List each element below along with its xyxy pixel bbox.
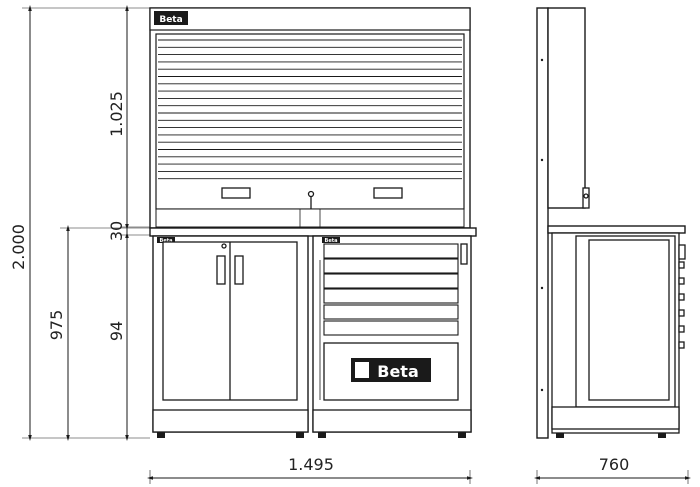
side-top-cabinet (547, 7, 586, 209)
right-small-logo: Beta (322, 237, 340, 244)
drawer-handle (678, 261, 685, 269)
worktop-label: 30 (107, 221, 126, 241)
drawer (323, 273, 459, 289)
bottom-height-label: 94 (107, 321, 126, 341)
svg-text:Beta: Beta (160, 238, 173, 244)
drawer (323, 288, 459, 304)
drawer (323, 243, 459, 259)
drawer-logo: Beta (351, 358, 431, 382)
top-logo-text: Beta (159, 15, 182, 25)
dimension-total-height: 2.000 (9, 4, 150, 441)
drawer-handle (678, 293, 685, 301)
worktop (149, 227, 477, 237)
drawer-handle (678, 309, 685, 317)
svg-text:Beta: Beta (325, 238, 338, 244)
roller-shutter-slats (158, 39, 462, 180)
drawer-lock-bar (460, 243, 468, 265)
door-handle-right (234, 255, 244, 285)
drawers (323, 243, 459, 336)
drawer (323, 320, 459, 336)
dimension-width: 1.495 (147, 455, 473, 484)
drawer-handle (678, 341, 685, 349)
drawer-handle (678, 277, 685, 285)
top-logo: Beta (154, 11, 188, 25)
door-lock (221, 243, 227, 249)
drawer (323, 304, 459, 320)
front-view: Beta Beta Beta (149, 7, 477, 438)
dimension-bottom-height: 94 (107, 232, 129, 441)
drawer (323, 258, 459, 274)
side-back-panel (536, 7, 549, 439)
width-label: 1.495 (288, 455, 334, 474)
side-worktop (547, 225, 686, 234)
door-handle-left (216, 255, 226, 285)
left-small-logo: Beta (157, 237, 175, 244)
shutter-lock (307, 190, 315, 198)
dimension-base-height: 975 (47, 225, 150, 441)
dimension-top-height: 1.025 (107, 4, 129, 230)
side-view (536, 7, 686, 439)
top-height-label: 1.025 (107, 91, 126, 137)
shutter-handle-left (221, 187, 251, 199)
dimension-worktop: 30 (107, 221, 150, 241)
dimension-depth: 760 (534, 455, 691, 484)
total-height-label: 2.000 (9, 224, 28, 270)
svg-text:Beta: Beta (377, 362, 419, 381)
base-height-label: 975 (47, 310, 66, 341)
shutter-handle-right (373, 187, 403, 199)
side-drawer-knobs (678, 261, 685, 349)
depth-label: 760 (599, 455, 630, 474)
drawer-handle (678, 325, 685, 333)
